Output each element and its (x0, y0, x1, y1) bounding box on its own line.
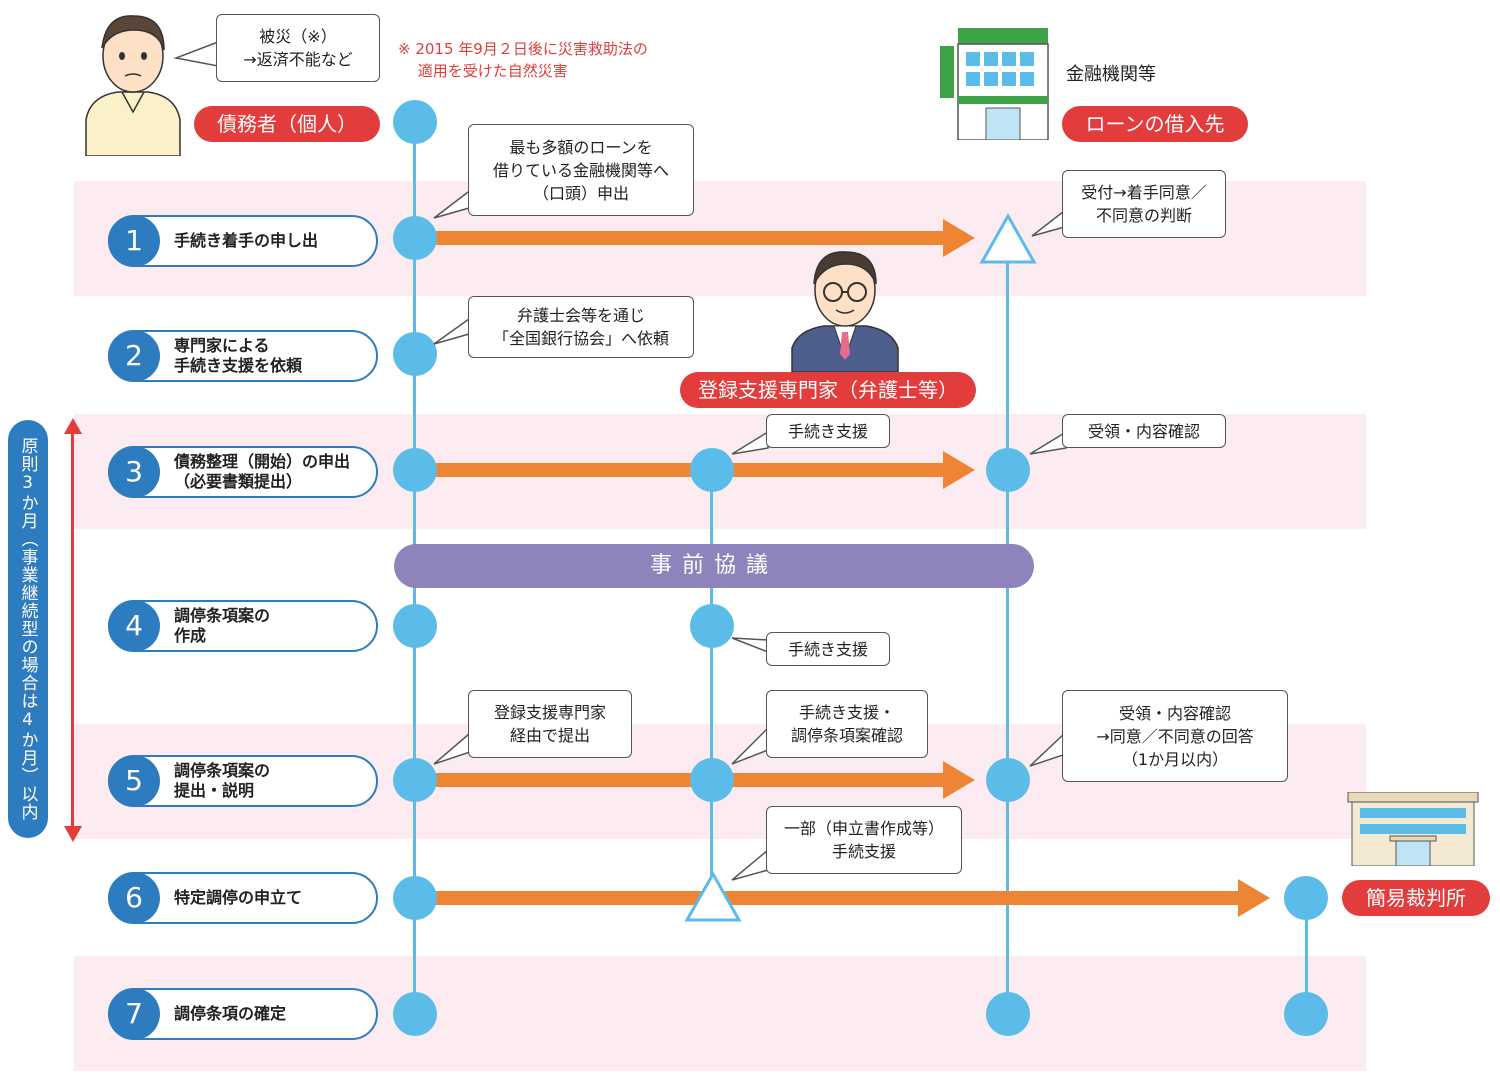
debtor-dot-2 (393, 332, 437, 376)
debtor-dot-5 (393, 758, 437, 802)
debtor-start-dot (393, 100, 437, 144)
step-number: 5 (108, 755, 160, 807)
arrow-step1 (415, 219, 975, 257)
step-number: 2 (108, 330, 160, 382)
court-building-icon (1347, 792, 1479, 866)
callout-step5-bank: 受領・内容確認 →同意／不同意の回答 （1か月以内） (1062, 690, 1288, 782)
callout-step5-expert: 手続き支援・ 調停条項案確認 (766, 690, 928, 758)
step-label: 債務整理（開始）の申出 （必要書類提出） (174, 452, 351, 491)
step-label: 調停条項の確定 (174, 1004, 287, 1023)
period-arrow-bottom-icon (64, 826, 82, 842)
period-label: 原則3か月（事業継続型の場合は4か月）以内 (8, 420, 48, 838)
step-4: 4 調停条項案の 作成 (108, 600, 378, 652)
step-label: 調停条項案の 作成 (174, 606, 271, 645)
callout-step1-debtor: 最も多額のローンを 借りている金融機関等へ （口頭）申出 (468, 124, 694, 216)
callout-tail (731, 848, 769, 881)
period-arrow-top-icon (64, 418, 82, 434)
step-number: 3 (108, 446, 160, 498)
court-dot-6 (1284, 876, 1328, 920)
court-dot-7 (1284, 992, 1328, 1036)
debtor-dot-4 (393, 604, 437, 648)
step-5: 5 調停条項案の 提出・説明 (108, 755, 378, 807)
step-label: 手続き着手の申し出 (174, 231, 319, 250)
expert-dot-3 (690, 448, 734, 492)
expert-illustration (791, 251, 899, 372)
step-label: 専門家による 手続き支援を依頼 (174, 336, 303, 375)
step-number: 6 (108, 872, 160, 924)
debtor-dot-6 (393, 876, 437, 920)
court-pill: 簡易裁判所 (1342, 880, 1490, 916)
disaster-note: ※ 2015 年9月２日後に災害救助法の 適用を受けた自然災害 (398, 40, 648, 80)
debtor-illustration (85, 15, 181, 156)
callout-step6-expert: 一部（申立書作成等） 手続支援 (766, 806, 962, 874)
callout-step5-debtor: 登録支援専門家 経由で提出 (468, 690, 632, 758)
period-bar (71, 432, 74, 830)
step-label: 調停条項案の 提出・説明 (174, 761, 271, 800)
bank-dot-3 (986, 448, 1030, 492)
debtor-dot-1 (393, 216, 437, 260)
callout-tail (173, 40, 219, 67)
callout-tail (731, 430, 769, 455)
callout-step4-expert: 手続き支援 (766, 632, 890, 666)
step-2: 2 専門家による 手続き支援を依頼 (108, 330, 378, 382)
expert-dot-5 (690, 758, 734, 802)
lender-pill: ローンの借入先 (1062, 106, 1248, 142)
bank-timeline (1006, 250, 1009, 1017)
arrow-step6 (415, 879, 1270, 917)
step-7: 7 調停条項の確定 (108, 988, 378, 1040)
arrow-step3 (415, 451, 975, 489)
callout-tail (731, 637, 769, 654)
step-label: 特定調停の申立て (174, 888, 303, 907)
callout-step1-bank: 受付→着手同意／ 不同意の判断 (1062, 170, 1226, 238)
expert-triangle-6 (684, 870, 742, 922)
step-3: 3 債務整理（開始）の申出 （必要書類提出） (108, 446, 378, 498)
bank-label: 金融機関等 (1066, 64, 1156, 85)
callout-step3-expert: 手続き支援 (766, 414, 890, 448)
arrow-step5 (415, 761, 975, 799)
debtor-dot-3 (393, 448, 437, 492)
bank-triangle-1 (979, 212, 1037, 264)
expert-dot-4 (690, 604, 734, 648)
step-number: 7 (108, 988, 160, 1040)
court-timeline (1305, 898, 1308, 1013)
debtor-bubble: 被災（※） →返済不能など (216, 14, 380, 82)
callout-tail (731, 726, 769, 765)
step-6: 6 特定調停の申立て (108, 872, 378, 924)
step-1: 1 手続き着手の申し出 (108, 215, 378, 267)
expert-pill: 登録支援専門家（弁護士等） (680, 372, 976, 408)
debtor-dot-7 (393, 992, 437, 1036)
bank-building-icon (940, 28, 1049, 140)
step-number: 4 (108, 600, 160, 652)
callout-step3-bank: 受領・内容確認 (1062, 414, 1226, 448)
callout-step2: 弁護士会等を通じ 「全国銀行協会」へ依頼 (468, 296, 694, 358)
step-number: 1 (108, 215, 160, 267)
bank-dot-7 (986, 992, 1030, 1036)
bank-dot-5 (986, 758, 1030, 802)
consultation-bar: 事前協議 (394, 544, 1034, 588)
expert-timeline (710, 470, 713, 900)
debtor-pill: 債務者（個人） (194, 106, 380, 142)
